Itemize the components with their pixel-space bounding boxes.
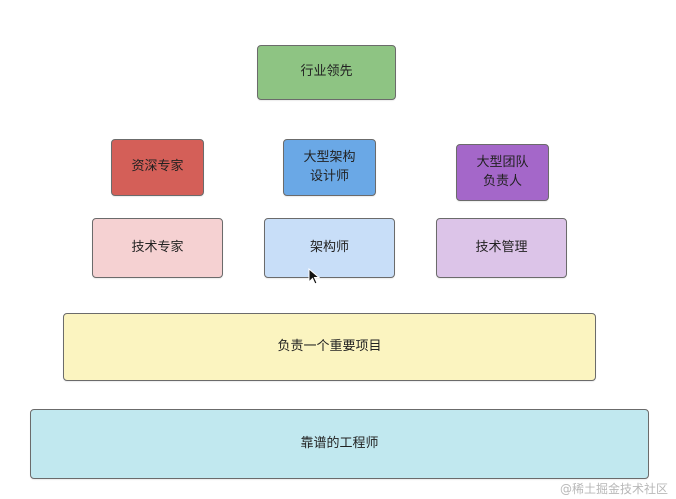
- node-label: 行业领先: [300, 64, 353, 80]
- node-senior-expert: 资深专家: [111, 139, 204, 196]
- node-label: 负责一个重要项目: [277, 338, 382, 354]
- node-architect: 架构师: [264, 218, 395, 278]
- node-reliable-engineer: 靠谱的工程师: [30, 409, 649, 479]
- watermark: @稀土掘金技术社区: [559, 482, 668, 496]
- node-key-project: 负责一个重要项目: [63, 313, 596, 381]
- node-tech-expert: 技术专家: [92, 218, 223, 278]
- node-industry-leader: 行业领先: [257, 45, 396, 100]
- node-large-architect: 大型架构 设计师: [283, 139, 376, 196]
- node-label: 技术管理: [475, 239, 528, 255]
- node-label: 技术专家: [131, 239, 184, 255]
- node-label: 靠谱的工程师: [300, 435, 379, 451]
- node-label: 大型团队 负责人: [476, 154, 529, 189]
- node-tech-management: 技术管理: [436, 218, 567, 278]
- mouse-cursor-icon: [308, 268, 320, 285]
- node-label: 资深专家: [131, 159, 184, 175]
- node-large-team-lead: 大型团队 负责人: [456, 144, 549, 201]
- node-label: 大型架构 设计师: [303, 149, 356, 184]
- node-label: 架构师: [309, 239, 349, 255]
